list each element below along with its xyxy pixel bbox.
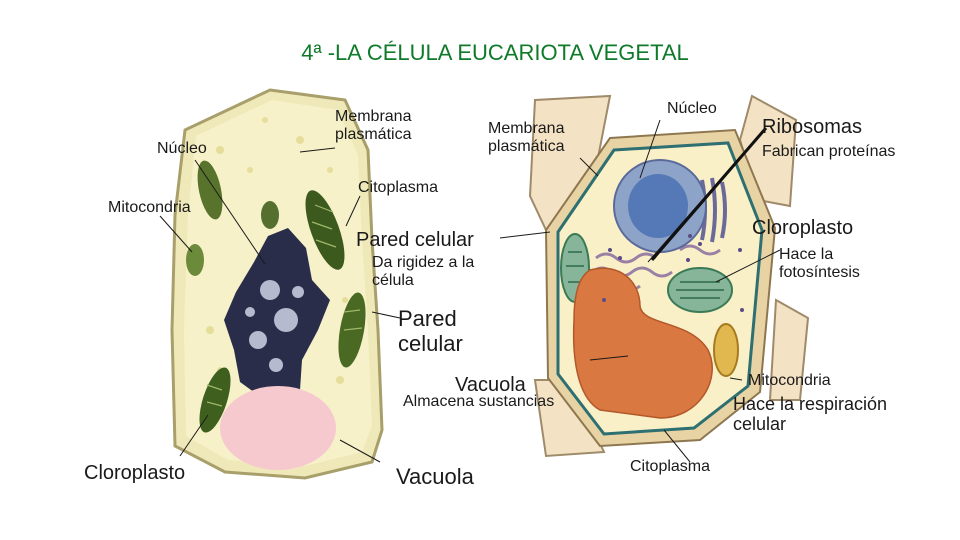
- label-mitocondria-fn: Hace la respiración celular: [733, 394, 887, 434]
- label-citoplasma-left: Citoplasma: [358, 179, 439, 196]
- thylakoids: [676, 281, 724, 299]
- label-cloroplasto-right: Cloroplasto: [752, 217, 854, 239]
- label-citoplasma-right: Citoplasma: [630, 458, 711, 475]
- nucleolus: [628, 174, 688, 238]
- illustrated-plant-cell: [528, 94, 810, 458]
- label-line: plasmática: [488, 137, 565, 155]
- chloroplast-4: [197, 160, 223, 220]
- label-line: Hace la respiración: [733, 394, 888, 414]
- label-ribosomas-fn: Fabrican proteínas: [762, 143, 896, 160]
- label-mitocondria-right: Mitocondria: [748, 372, 831, 389]
- vacuole: [572, 267, 713, 419]
- label-line: Pared: [398, 306, 457, 331]
- label-pared-right-fn: Da rigidez a la célula: [372, 254, 474, 290]
- label-line: celular: [398, 330, 463, 356]
- label-vacuola-left: Vacuola: [396, 464, 474, 489]
- mitochondrion: [713, 323, 739, 377]
- chloroplast-1: [305, 190, 345, 270]
- label-membrana-right: Membrana plasmática: [488, 120, 564, 156]
- thylakoid-lines: [206, 204, 363, 407]
- label-vacuola-right: Vacuola: [455, 374, 526, 396]
- micrograph-vacuole: [220, 386, 336, 470]
- cytoplasm-texture: [206, 117, 348, 384]
- label-pared-left: Pared celular: [398, 306, 463, 356]
- ribosome-pointer: [650, 127, 768, 261]
- label-line: plasmática: [335, 125, 412, 143]
- label-ribosomas: Ribosomas: [762, 116, 863, 138]
- page-title: 4ª -LA CÉLULA EUCARIOTA VEGETAL: [301, 40, 689, 65]
- label-pared-right: Pared celular: [356, 229, 474, 251]
- label-cloroplasto-fn: Hace la fotosíntesis: [779, 246, 860, 282]
- label-line: Da rigidez a la: [372, 254, 475, 271]
- label-line: celular: [733, 414, 787, 435]
- label-line: Hace la: [779, 246, 834, 263]
- label-vacuola-fn: Almacena sustancias: [403, 393, 555, 410]
- label-nucleo-right: Núcleo: [667, 100, 717, 117]
- label-mitocondria-left: Mitocondria: [108, 199, 191, 216]
- label-nucleo-left: Núcleo: [157, 140, 207, 157]
- neighbour-cells: [528, 94, 810, 458]
- ribosomes: [602, 234, 744, 312]
- label-membrana-left: Membrana plasmática: [335, 108, 411, 144]
- label-line: célula: [372, 271, 414, 289]
- label-line: fotosíntesis: [779, 263, 860, 281]
- micrograph-chloroplasts: [197, 160, 366, 433]
- label-line: Membrana: [335, 108, 412, 125]
- micrograph-mitochondrion: [186, 244, 204, 276]
- nucleus-chromatin: [245, 280, 304, 372]
- label-line: Membrana: [488, 120, 565, 137]
- micrograph-mitochondrion: [261, 201, 279, 229]
- label-cloroplasto-left: Cloroplasto: [84, 462, 186, 484]
- micrograph-plant-cell: [170, 88, 384, 480]
